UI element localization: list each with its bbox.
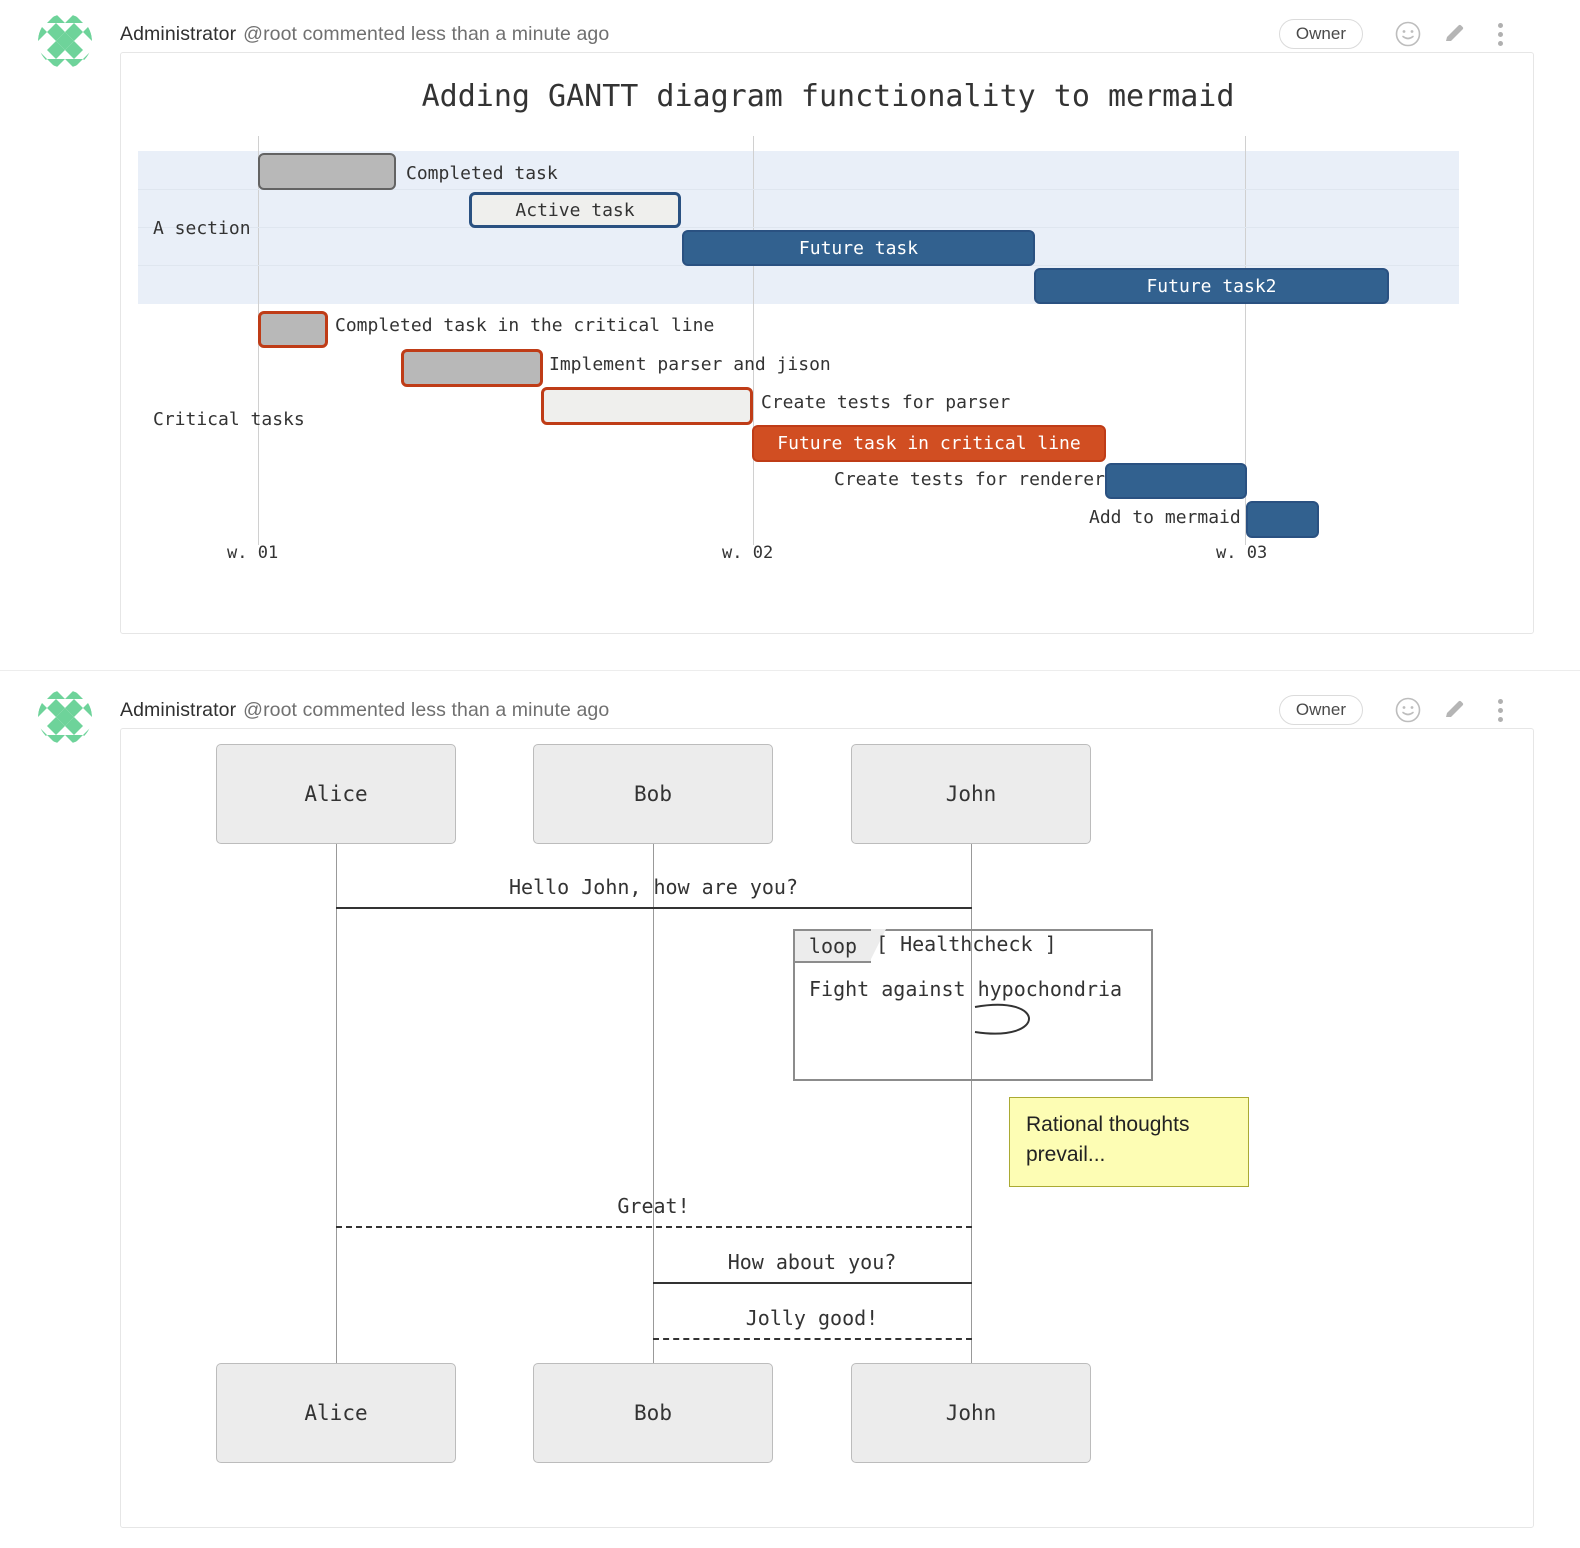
lifeline-bob (653, 844, 654, 1429)
message-line-2 (336, 1226, 972, 1228)
comment-block-2: Administrator @root commented less than … (0, 676, 1580, 1548)
gantt-gridline-w03 (1245, 136, 1246, 545)
message-text-3: How about you? (727, 1250, 897, 1274)
gantt-section-label-critical: Critical tasks (153, 409, 305, 430)
gantt-bar-add-to-mermaid[interactable] (1246, 501, 1319, 538)
gantt-bar-active-task[interactable]: Active task (469, 192, 681, 228)
participant-bob-top[interactable]: Bob (533, 744, 773, 844)
gantt-bar-future-task[interactable]: Future task (682, 230, 1035, 266)
pencil-icon[interactable] (1431, 693, 1477, 727)
gantt-bar-future-critical[interactable]: Future task in critical line (752, 425, 1106, 462)
comment-meta: @root commented less than a minute ago (243, 698, 610, 721)
kebab-menu-icon[interactable] (1477, 693, 1523, 727)
gantt-axis-tick-w02: w. 02 (722, 543, 774, 563)
gantt-axis-tick-w01: w. 01 (227, 543, 279, 563)
note-rational-thoughts: Rational thoughts prevail... (1009, 1097, 1249, 1187)
loop-keyword-tag: loop (793, 929, 886, 963)
pencil-icon[interactable] (1431, 17, 1477, 51)
loop-condition-text: [ Healthcheck ] (876, 932, 1057, 956)
lifeline-alice (336, 844, 337, 1429)
message-text-1: Hello John, how are you? (509, 875, 798, 899)
gantt-bar-create-tests-renderer[interactable] (1105, 463, 1247, 499)
gantt-section-label-a: A section (153, 218, 251, 239)
comment-header: Administrator @root commented less than … (120, 12, 609, 56)
gantt-chart: Adding GANTT diagram functionality to me… (121, 53, 1535, 633)
message-text-2: Great! (617, 1194, 690, 1218)
comment-block-1: Administrator @root commented less than … (0, 0, 1580, 660)
sequence-diagram-panel: Alice Bob John Hello John, how are you? … (120, 728, 1534, 1528)
message-line-4 (653, 1338, 972, 1340)
comment-author[interactable]: Administrator (120, 698, 237, 721)
gantt-bar-label: Add to mermaid (1089, 506, 1241, 528)
status-badge: Owner (1278, 694, 1363, 726)
sequence-diagram: Alice Bob John Hello John, how are you? … (121, 729, 1535, 1527)
gantt-bar-label: Completed task (406, 162, 558, 184)
status-badge: Owner (1278, 18, 1363, 50)
avatar[interactable] (38, 14, 92, 68)
gantt-axis-tick-w03: w. 03 (1216, 543, 1268, 563)
gantt-bar-label: Create tests for parser (761, 391, 1011, 413)
lifeline-john (971, 844, 972, 1429)
gantt-title: Adding GANTT diagram functionality to me… (421, 79, 1235, 114)
message-line-3 (653, 1282, 972, 1284)
self-message-arc (969, 997, 1051, 1052)
gantt-gridline-w02 (753, 136, 754, 545)
smiley-icon[interactable] (1385, 17, 1431, 51)
gantt-bar-implement-parser[interactable] (401, 349, 543, 387)
gantt-bar-future-task2[interactable]: Future task2 (1034, 268, 1389, 304)
avatar[interactable] (38, 690, 92, 744)
loop-body-text: Fight against hypochondria (809, 977, 1123, 1001)
gantt-bar-completed-critical[interactable] (258, 311, 328, 348)
participant-john-bottom[interactable]: John (851, 1363, 1091, 1463)
gantt-bar-completed-task[interactable] (258, 153, 396, 190)
comment-divider (0, 670, 1580, 671)
comment-header: Administrator @root commented less than … (120, 688, 609, 732)
comment-actions: Owner (1278, 12, 1523, 56)
smiley-icon[interactable] (1385, 693, 1431, 727)
comment-author[interactable]: Administrator (120, 22, 237, 45)
message-text-4: Jolly good! (745, 1306, 879, 1330)
participant-bob-bottom[interactable]: Bob (533, 1363, 773, 1463)
gantt-rowline (138, 227, 1459, 228)
participant-john-top[interactable]: John (851, 744, 1091, 844)
gantt-bar-label: Implement parser and jison (549, 353, 831, 375)
gantt-rowline (138, 189, 1459, 190)
participant-alice-top[interactable]: Alice (216, 744, 456, 844)
comment-meta: @root commented less than a minute ago (243, 22, 610, 45)
participant-alice-bottom[interactable]: Alice (216, 1363, 456, 1463)
gantt-bar-create-tests-parser[interactable] (541, 387, 753, 425)
gantt-bar-label: Completed task in the critical line (335, 314, 715, 336)
comment-actions: Owner (1278, 688, 1523, 732)
message-line-1 (336, 907, 972, 909)
loop-block (793, 929, 1153, 1081)
kebab-menu-icon[interactable] (1477, 17, 1523, 51)
gantt-diagram-panel: Adding GANTT diagram functionality to me… (120, 52, 1534, 634)
gantt-bar-label: Create tests for renderer (834, 468, 1105, 490)
